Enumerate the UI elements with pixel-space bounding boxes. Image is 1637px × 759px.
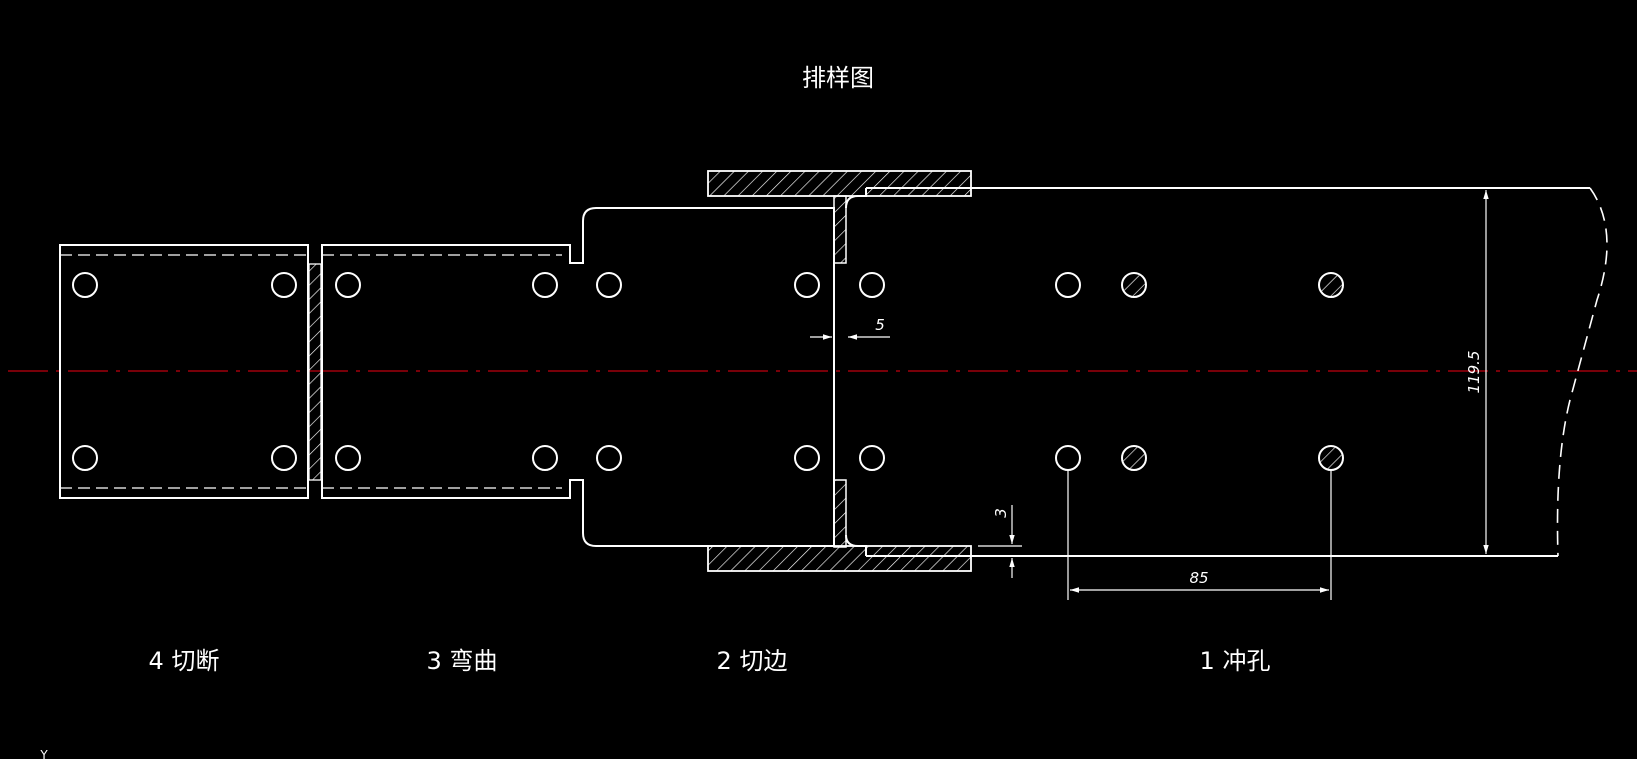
- dimension-gap-label: 5: [875, 316, 885, 334]
- dimension-offset-label: 3: [992, 508, 1010, 518]
- station-4-part: [59, 244, 309, 499]
- station-1-strip: [845, 187, 1608, 557]
- station-3-part: [321, 207, 835, 547]
- dimension-pitch-label: 85: [1189, 569, 1208, 587]
- dimension-offset: [978, 505, 1022, 578]
- station-2-label: 2 切边: [717, 647, 788, 675]
- ucs-corner-mark: Y: [39, 748, 48, 759]
- station-3-label: 3 弯曲: [427, 647, 498, 675]
- dimension-pitch: [1067, 470, 1332, 600]
- cut-strip-hatch: [308, 263, 322, 481]
- station-1-label: 1 冲孔: [1200, 647, 1271, 675]
- punched-hole-hatch: [1123, 274, 1342, 469]
- dimension-strip-width-label: 119.5: [1465, 351, 1483, 394]
- station-4-label: 4 切断: [149, 647, 220, 675]
- drawing-title: 排样图: [802, 64, 874, 92]
- i-shaped-scrap: [707, 170, 972, 572]
